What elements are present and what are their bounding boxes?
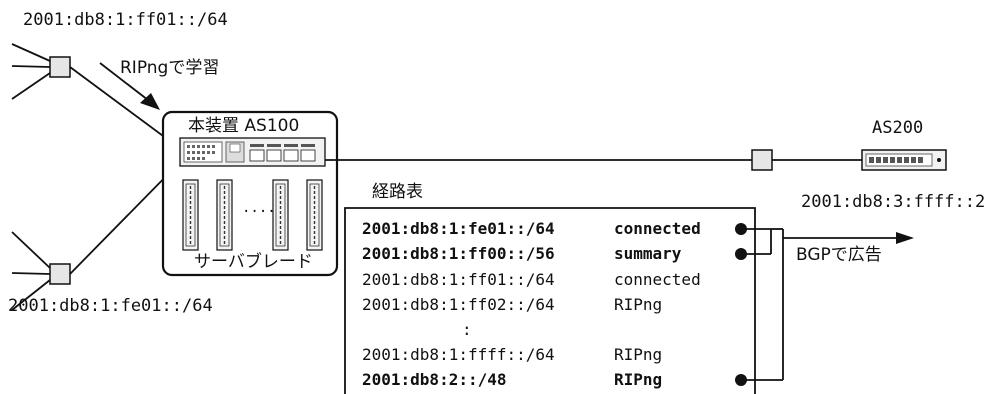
- blade-dots: ....: [242, 200, 276, 216]
- route-table-title: 経路表: [372, 182, 423, 202]
- route-row: 2001:db8:2::/48 RIPng: [362, 370, 662, 390]
- bottom-left-link-lines: [11, 159, 183, 311]
- as200-link-node: [751, 149, 773, 171]
- route-protocol: RIPng: [614, 345, 663, 364]
- route-row: 2001:db8:1:ffff::/64 RIPng: [362, 345, 662, 365]
- route-prefix: 2001:db8:1:fe01::/64: [362, 219, 555, 238]
- route-protocol: RIPng: [614, 295, 663, 314]
- server-blade-2: [216, 179, 233, 251]
- route-protocol: summary: [614, 244, 682, 263]
- ripng-arrow: [99, 62, 160, 110]
- route-protocol: connected: [614, 219, 701, 238]
- route-table-box: [344, 207, 756, 394]
- route-prefix: 2001:db8:1:ff02::/64: [362, 295, 555, 314]
- server-blade-label: サーバブレード: [194, 252, 313, 272]
- prefix-bottom-label: 2001:db8:1:fe01::/64: [8, 296, 213, 316]
- route-prefix: 2001:db8:1:ff01::/64: [362, 270, 555, 289]
- as200-label: AS200: [872, 118, 924, 138]
- server-blade-3: [272, 179, 289, 251]
- bgp-advertise-label: BGPで広告: [796, 245, 882, 265]
- top-switch-node: [49, 56, 71, 78]
- prefix-top-label: 2001:db8:1:ff01::/64: [23, 10, 228, 30]
- chassis-panel: [179, 137, 326, 167]
- server-blade-1: [182, 179, 199, 251]
- server-blade-4: [306, 179, 323, 251]
- route-prefix: 2001:db8:1:ffff::/64: [362, 345, 555, 364]
- ripng-learn-label: RIPngで学習: [120, 58, 220, 78]
- bottom-switch-node: [49, 263, 71, 285]
- server-blades: [182, 179, 323, 251]
- route-row: 2001:db8:1:ff00::/56 summary: [362, 244, 681, 264]
- device-title: 本装置 AS100: [188, 116, 300, 136]
- route-prefix: 2001:db8:1:ff00::/56: [362, 244, 555, 263]
- advertise-marker-1: [735, 223, 747, 235]
- route-ellipsis: :: [462, 320, 472, 339]
- route-prefix: 2001:db8:2::/48: [362, 370, 507, 389]
- advertise-marker-2: [735, 248, 747, 260]
- bgp-arrowhead: [896, 232, 914, 244]
- route-row: 2001:db8:1:ff01::/64 connected: [362, 270, 701, 290]
- as200-router: [861, 149, 947, 171]
- route-protocol: RIPng: [614, 370, 663, 389]
- route-row: 2001:db8:1:ff02::/64 RIPng: [362, 295, 662, 315]
- as200-address: 2001:db8:3:ffff::2: [801, 192, 986, 212]
- route-protocol: connected: [614, 270, 701, 289]
- route-row: 2001:db8:1:fe01::/64 connected: [362, 219, 701, 239]
- advertise-marker-3: [735, 374, 747, 386]
